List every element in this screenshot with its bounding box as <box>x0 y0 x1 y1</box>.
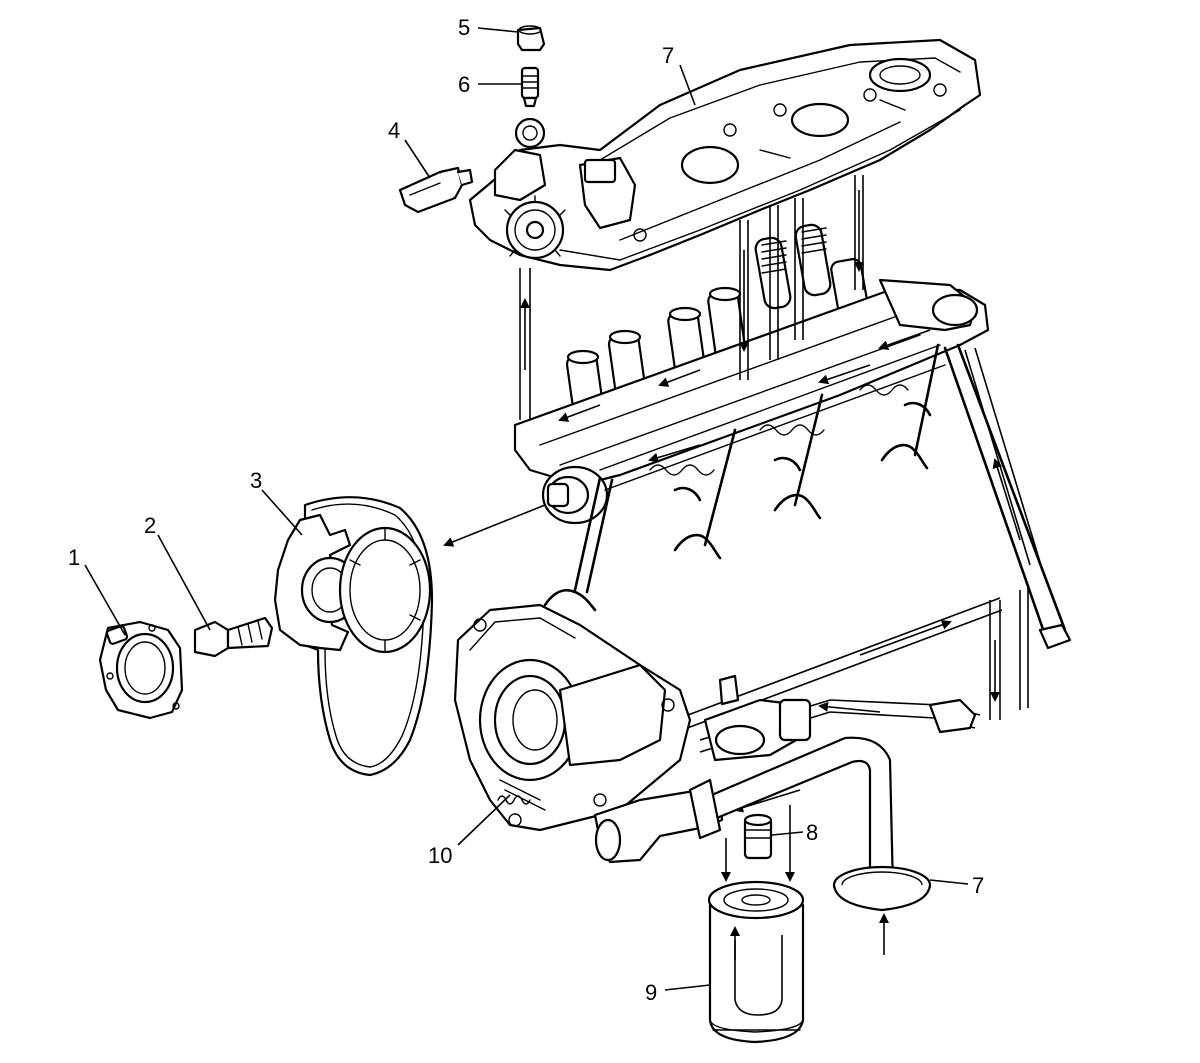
valve-lifter-oil-manifold <box>468 38 982 272</box>
callout-5: 5 <box>458 15 470 40</box>
camshaft-gallery <box>513 278 1072 650</box>
callout-4: 4 <box>388 118 400 143</box>
part-10-oil-pump <box>453 603 724 864</box>
relief-valve-cluster <box>703 674 977 762</box>
callout-3: 3 <box>250 468 262 493</box>
callout-7-bottom: 7 <box>972 873 984 898</box>
part-4-oil-pressure-sensor <box>398 166 474 214</box>
callout-9: 9 <box>645 980 657 1005</box>
callout-leaders <box>84 27 969 991</box>
part-5-cap <box>516 25 546 52</box>
callout-2: 2 <box>144 513 156 538</box>
callout-labels: 1 2 3 4 5 6 7 7 8 9 10 <box>68 15 984 1005</box>
part-1-cover <box>98 620 184 720</box>
callout-6: 6 <box>458 72 470 97</box>
part-2-bolt <box>193 616 274 658</box>
rocker-forks <box>543 401 932 612</box>
callout-8: 8 <box>806 820 818 845</box>
part-6-valve <box>520 66 540 108</box>
cam-sprocket-small <box>504 195 566 260</box>
callout-1: 1 <box>68 545 80 570</box>
part-9-oil-filter <box>707 880 805 1044</box>
part-7-oil-pickup <box>688 736 932 912</box>
callout-7-top: 7 <box>662 43 674 68</box>
part-8-filter-adapter <box>743 813 773 860</box>
part-3-cam-phaser <box>273 496 434 777</box>
callout-10: 10 <box>428 843 452 868</box>
